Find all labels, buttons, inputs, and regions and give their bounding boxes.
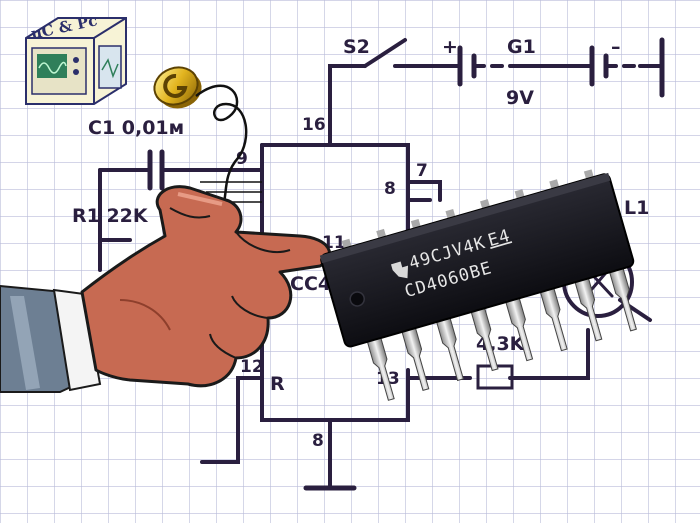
site-logo[interactable]: uC & Pc: [25, 11, 127, 105]
pin-7-label: 7: [416, 161, 428, 181]
circuit-schematic: [98, 37, 665, 491]
texas-instruments-icon: [390, 261, 409, 279]
chip-pin-bottom: [436, 317, 464, 382]
pointing-hand-icon: [0, 185, 331, 393]
pin-8-label: 8: [384, 179, 396, 199]
pin-16-label: 16: [302, 115, 326, 135]
led-label: L1: [624, 197, 649, 219]
coin-motion-swirl: [195, 84, 248, 211]
ic-chip: 49CJV4K E4 CD4060BE: [319, 169, 637, 401]
battery-plus: +: [442, 36, 458, 58]
battery-label: G1: [507, 36, 536, 58]
pin-12-label: 12: [240, 357, 264, 377]
chip-pin-bottom: [401, 327, 430, 392]
battery-voltage: 9V: [506, 87, 534, 109]
capacitor-label: C1 0,01м: [88, 117, 184, 139]
oscilloscope-icon: [31, 45, 122, 95]
pin-8b-label: 8: [312, 431, 324, 451]
chip-pin-bottom: [609, 267, 637, 332]
chip-pins: [341, 169, 637, 401]
chip-pin-bottom: [366, 337, 395, 401]
chip-pin-bottom: [574, 277, 603, 342]
gold-coin-icon: [153, 66, 202, 109]
chip-pin-bottom: [470, 307, 499, 372]
battery-minus: –: [611, 36, 621, 58]
switch-label: S2: [343, 36, 370, 58]
schematic-labels: S2 + G1 9V – C1 0,01м R1 22K 4,3K L1 CC4…: [72, 36, 649, 451]
resistor1-label: R1 22K: [72, 205, 149, 227]
pin-9-label: 9: [236, 149, 248, 169]
reset-label: R: [270, 373, 285, 395]
chip-pin-bottom: [505, 297, 534, 362]
chip-pin-bottom: [539, 287, 568, 352]
